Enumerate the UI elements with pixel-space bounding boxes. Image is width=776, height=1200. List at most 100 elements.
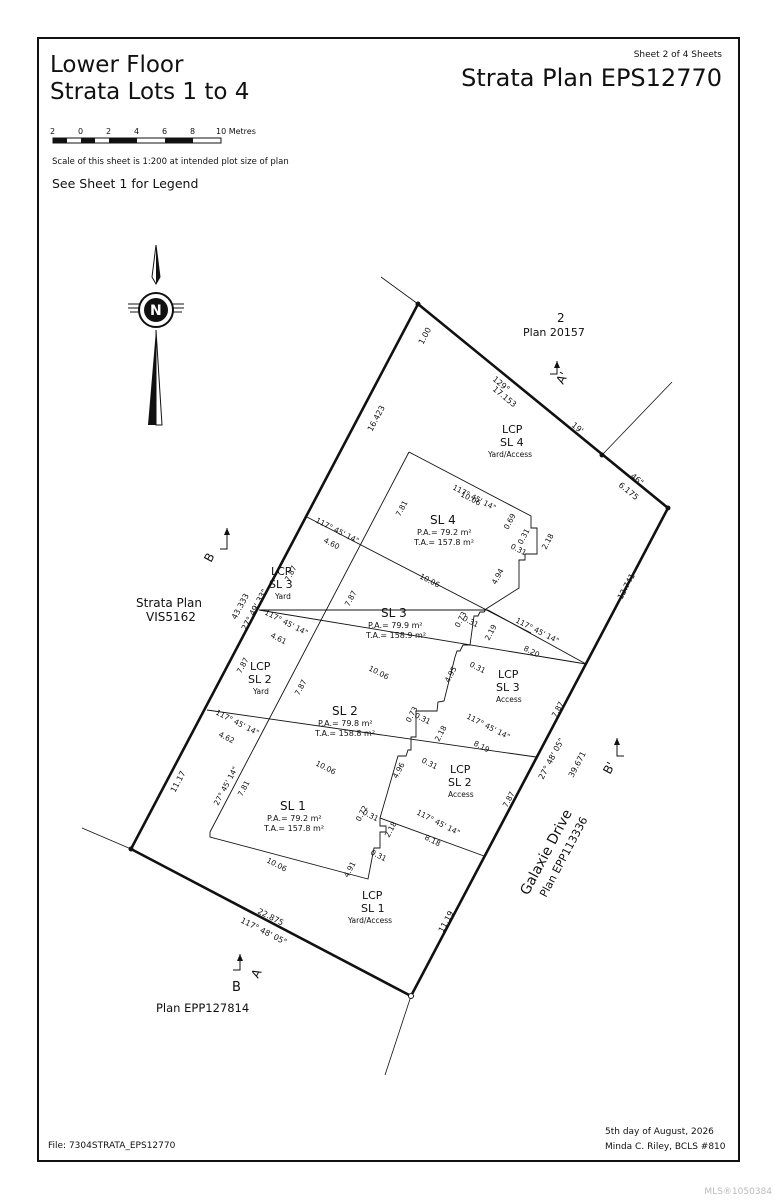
dim: 8.20 xyxy=(522,644,541,660)
section-label: B xyxy=(201,551,217,565)
north-letter: N xyxy=(150,303,162,319)
dim: 4.62 xyxy=(217,730,236,746)
dim: 19' xyxy=(570,421,585,436)
scale-note: Scale of this sheet is 1:200 at intended… xyxy=(52,157,289,167)
scale-tick: 10 Metres xyxy=(216,127,256,136)
lot-pa: P.A.= 79.2 m² xyxy=(417,528,472,537)
dim: 4.61 xyxy=(269,631,288,647)
dim: 4.94 xyxy=(490,567,506,586)
dim: 10.06 xyxy=(265,856,288,874)
dim: 10.06 xyxy=(418,572,441,590)
lot-ta: T.A.= 157.8 m² xyxy=(413,538,474,547)
lcp-sl1: LCP SL 1 Yard/Access xyxy=(347,889,392,925)
dim: 12.741 xyxy=(616,572,637,601)
section-marker-b-left: B xyxy=(201,528,230,564)
dim: 117° 45' 14" xyxy=(263,608,309,638)
scale-tick: 2 xyxy=(50,127,55,136)
dim: 16.423 xyxy=(366,404,387,433)
lot-ta: T.A.= 158.8 m² xyxy=(314,729,375,738)
lcp-use: Yard xyxy=(252,687,269,696)
scale-tick: 2 xyxy=(106,127,111,136)
adjacent-lines xyxy=(81,276,673,1076)
north-arrow-icon: N xyxy=(128,244,184,426)
lcp-label: LCP xyxy=(502,423,523,436)
dim: 0.31 xyxy=(369,848,388,864)
adjacent-lot-plan: Plan EPP127814 xyxy=(156,1001,249,1015)
scale-tick: 6 xyxy=(162,127,167,136)
lcp-sl3-access: LCP SL 3 Access xyxy=(496,668,522,704)
dim: 39.671 xyxy=(567,750,588,779)
dim: 4.96 xyxy=(391,761,407,780)
sheet-title: Lower Floor Strata Lots 1 to 4 xyxy=(50,52,249,106)
title-line-1: Lower Floor xyxy=(50,52,184,78)
dim: 0.31 xyxy=(468,660,487,676)
lot-pa: P.A.= 79.9 m² xyxy=(368,621,423,630)
lcp-use: Access xyxy=(496,695,522,704)
lot-name: SL 2 xyxy=(332,704,358,718)
dim: 7.87 xyxy=(293,678,309,697)
dim: 2.18 xyxy=(433,724,449,743)
dim: 0.31 xyxy=(361,808,380,824)
dim: 0.31 xyxy=(420,756,439,772)
lcp-lot: SL 3 xyxy=(269,578,293,591)
dim: 10.06 xyxy=(314,759,337,777)
section-label: A' xyxy=(553,370,571,387)
dim: 7.87 xyxy=(343,589,359,608)
dim: 10.06 xyxy=(367,664,390,682)
survey-monument xyxy=(665,505,671,511)
lcp-sl4: LCP SL 4 Yard/Access xyxy=(487,423,532,459)
survey-monument xyxy=(408,993,414,999)
lcp-sl2-yard: LCP SL 2 Yard xyxy=(248,660,272,696)
lot-pa: P.A.= 79.8 m² xyxy=(318,719,373,728)
signature-date: 5th day of August, 2026 xyxy=(605,1127,714,1137)
lcp-label: LCP xyxy=(362,889,383,902)
dim: 46" xyxy=(629,472,645,488)
dim: 4.60 xyxy=(322,536,341,552)
lcp-label: LCP xyxy=(498,668,519,681)
dim: 8.18 xyxy=(423,833,442,849)
strata-lot-2: SL 2 P.A.= 79.8 m² T.A.= 158.8 m² xyxy=(314,704,375,738)
dim: 0.69 xyxy=(502,512,518,531)
dim: 2.18 xyxy=(383,820,399,839)
lot-pa: P.A.= 79.2 m² xyxy=(267,814,322,823)
scale-tick: 0 xyxy=(78,127,83,136)
lcp-lot: SL 1 xyxy=(361,902,385,915)
section-marker-a-bottom: A xyxy=(233,954,265,980)
dim: 2.19 xyxy=(483,623,499,642)
strata-lot-3: SL 3 P.A.= 79.9 m² T.A.= 158.9 m² xyxy=(365,606,426,640)
section-marker-a-top: A' xyxy=(550,361,571,386)
dim: 27° 48' 05" xyxy=(537,737,566,781)
dim: 117° 45' 14" xyxy=(465,712,511,742)
building-outline xyxy=(206,451,587,880)
lcp-use: Yard xyxy=(274,592,291,601)
dim: 8.19 xyxy=(472,739,491,755)
adjacent-lot-plan: Plan 20157 xyxy=(523,326,585,339)
lcp-sl3-yard: LCP SL 3 Yard xyxy=(269,565,293,601)
scale-tick: 4 xyxy=(134,127,139,136)
lcp-sl2-access: LCP SL 2 Access xyxy=(448,763,474,799)
dim: 1.00 xyxy=(417,326,433,346)
sheet-number: Sheet 2 of 4 Sheets xyxy=(633,50,722,60)
strata-lot-1: SL 1 P.A.= 79.2 m² T.A.= 157.8 m² xyxy=(263,799,324,833)
lot-name: SL 4 xyxy=(430,513,456,527)
surveyor-name: Minda C. Riley, BCLS #810 xyxy=(605,1142,726,1152)
section-label: A xyxy=(248,966,265,981)
dim: 7.81 xyxy=(236,779,252,798)
dim: 117° 45' 14" xyxy=(514,616,560,646)
dim: 11.19 xyxy=(437,909,456,933)
watermark: MLS®1050384 xyxy=(704,1187,772,1197)
adjacent-lot-letter: B xyxy=(232,980,241,995)
plan-title: Strata Plan EPS12770 xyxy=(461,64,722,92)
survey-monument xyxy=(599,452,605,458)
lcp-use: Access xyxy=(448,790,474,799)
parcel-boundary xyxy=(129,301,670,998)
lot-name: SL 3 xyxy=(381,606,407,620)
title-line-2: Strata Lots 1 to 4 xyxy=(50,79,250,105)
strata-lot-4: SL 4 P.A.= 79.2 m² T.A.= 157.8 m² xyxy=(413,513,474,547)
lcp-lot: SL 3 xyxy=(496,681,520,694)
file-name: File: 7304STRATA_EPS12770 xyxy=(48,1141,176,1151)
dim: 27° 45' 14" xyxy=(212,765,240,807)
lcp-lot: SL 4 xyxy=(500,436,524,449)
section-label: B' xyxy=(600,760,618,777)
